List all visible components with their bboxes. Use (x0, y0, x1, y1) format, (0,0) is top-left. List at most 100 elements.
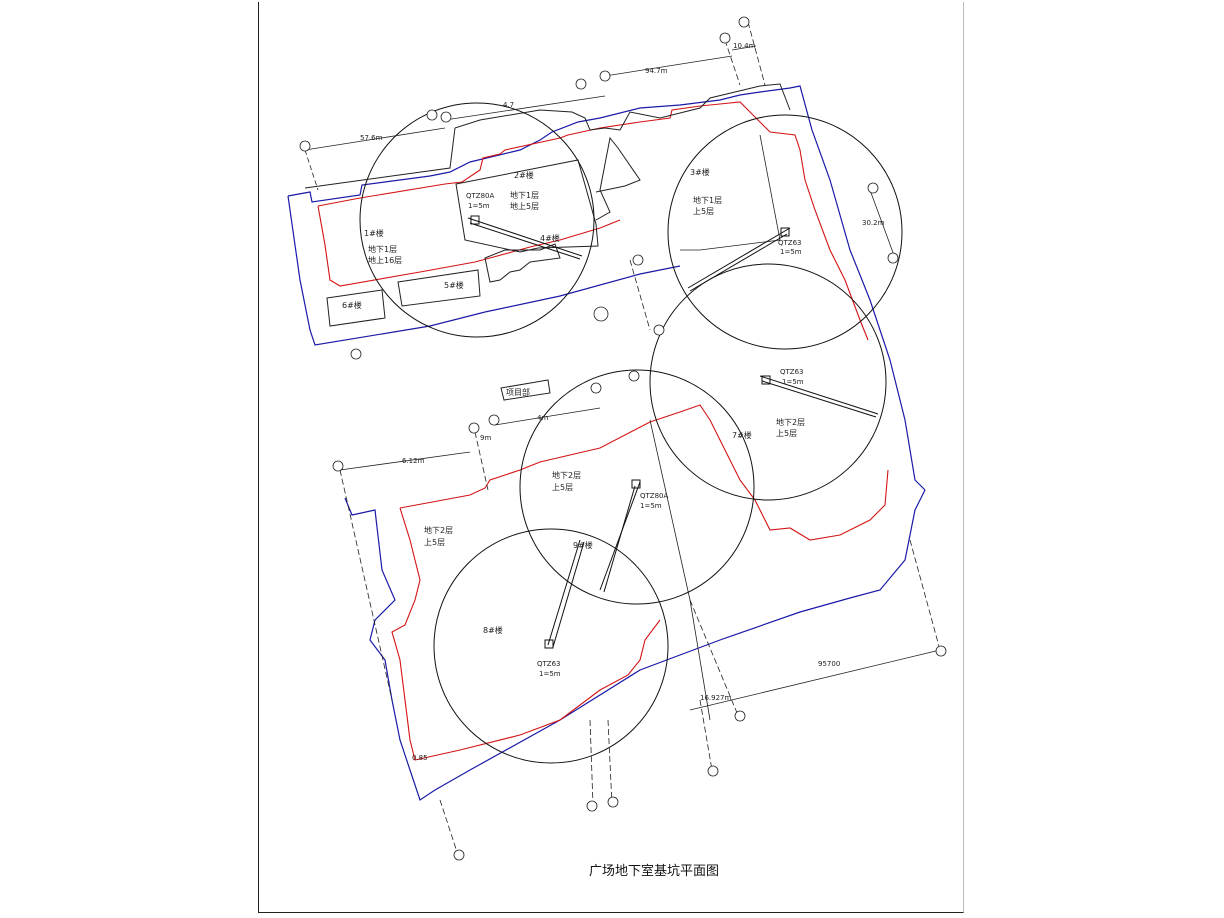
building-1-floor-2: 地上16层 (368, 255, 402, 265)
axis-bubble (299, 140, 311, 152)
building-2-floor-2: 地上5层 (510, 201, 539, 211)
dimension-1: 57.6m (360, 134, 383, 142)
building-9-name: 9#楼 (573, 540, 593, 550)
crane-radius-1 (359, 102, 595, 338)
dimension-8: 4m (537, 414, 548, 422)
axis-bubble (426, 109, 438, 121)
axis-bubble (599, 70, 611, 82)
block-6 (326, 289, 386, 327)
axis-bubble (887, 252, 899, 264)
column-grid-line-c (689, 599, 711, 721)
building-labels: 1#楼 地下1层 地上16层 2#楼 地下1层 地上5层 3#楼 地下1层 上5… (342, 167, 805, 635)
building-7-name: 7#楼 (732, 430, 752, 440)
axis-bubble (575, 78, 587, 90)
crane-2-height: 1=5m (780, 248, 802, 256)
crane-3-height: 1=5m (782, 378, 804, 386)
crane-3-model: QTZ63 (780, 368, 804, 376)
stair-core (484, 243, 561, 283)
building-7-floor-1: 地下2层 (776, 417, 805, 427)
courtyard-line (595, 136, 641, 221)
caption-text: 广场地下室基坑平面图 (588, 864, 719, 879)
building-3-floor-2: 上5层 (693, 207, 714, 216)
axis-bubble (935, 645, 947, 657)
axis-bubble (488, 414, 500, 426)
crane-5-model: QTZ63 (537, 660, 561, 668)
dimension-7: 9m (480, 434, 491, 442)
dimension-labels: 57.6m 94.7m 10.4m 4.7 30.2m 6.12m 9m 4m … (360, 42, 885, 762)
south-building-outline-west (391, 507, 661, 761)
building-3-floor-1: 地下1层 (693, 195, 722, 205)
drawing-sheet (258, 2, 964, 913)
pit-boundary-west (287, 195, 681, 346)
axis-bubble (332, 460, 344, 472)
crane-jib-4 (599, 479, 641, 593)
crane-labels: QTZ80A 1=5m QTZ63 1=5m QTZ63 1=5m QTZ80A… (466, 192, 804, 678)
crane-radius-2 (667, 114, 903, 350)
column-grid-line-b (649, 419, 691, 601)
column-grid-line-a (680, 134, 781, 251)
axis-bubble (707, 765, 719, 777)
crane-jib-5 (544, 539, 585, 649)
office-label: 项目部 (506, 387, 530, 397)
office-box (500, 379, 551, 401)
dimension-9: 16.927m (700, 694, 731, 702)
pit-boundary-north (287, 85, 926, 491)
north-wall-line (304, 83, 791, 189)
crane-2-model: QTZ63 (778, 239, 802, 247)
building-2-name: 2#楼 (514, 170, 534, 180)
block-5 (397, 269, 481, 307)
building-5-name: 5#楼 (444, 280, 464, 290)
building-10-floor-2: 上5层 (552, 483, 573, 492)
north-building-outline (317, 101, 869, 341)
axis-bubble (440, 111, 452, 123)
crane-radius-4 (519, 369, 755, 605)
axis-bubble (719, 32, 731, 44)
axis-bubble (607, 796, 619, 808)
dimension-6: 6.12m (402, 457, 425, 465)
crane-radius-3 (649, 263, 887, 501)
building-6-name: 6#楼 (342, 300, 362, 310)
axis-bubble (867, 182, 879, 194)
crane-jib-2 (687, 227, 791, 292)
dimension-lines (304, 21, 941, 856)
crane-1-height: 1=5m (468, 202, 490, 210)
building-11-floor-1: 地下2层 (424, 525, 453, 535)
axis-bubble (734, 710, 746, 722)
axis-bubble (632, 254, 644, 266)
dimension-2: 94.7m (645, 67, 668, 75)
building-3-name: 3#楼 (690, 167, 710, 177)
dimension-4: 4.7 (503, 101, 514, 109)
north-building-outline-west (317, 205, 621, 287)
building-1-name: 1#楼 (364, 228, 384, 238)
axis-bubble (350, 348, 362, 360)
south-building-outline (399, 404, 889, 541)
crane-4-model: QTZ80A (640, 492, 668, 500)
axis-bubble (590, 382, 602, 394)
dimension-3: 10.4m (733, 42, 756, 50)
crane-jib-3 (759, 375, 879, 418)
axis-bubble (468, 422, 480, 434)
crane-5-height: 1=5m (539, 670, 561, 678)
axis-bubble (628, 370, 640, 382)
drawing-caption: 广场地下室基坑平面图 (0, 860, 1224, 879)
building-8-name: 8#楼 (483, 625, 503, 635)
building-7-floor-2: 上5层 (776, 429, 797, 438)
building-4-name: 4#楼 (540, 233, 560, 243)
axis-bubble (453, 849, 465, 861)
dimension-5: 30.2m (862, 219, 885, 227)
building-1-floor-1: 地下1层 (368, 244, 397, 254)
building-10-floor-1: 地下2层 (552, 470, 581, 480)
axis-bubble (593, 306, 609, 322)
building-11-floor-2: 上5层 (424, 538, 445, 547)
axis-bubble (738, 16, 750, 28)
axis-bubble (586, 800, 598, 812)
building-2-floor-1: 地下1层 (510, 190, 539, 200)
crane-4-height: 1=5m (640, 502, 662, 510)
crane-jib-1 (467, 215, 583, 260)
crane-radius-5 (433, 528, 669, 764)
pit-boundary-south (344, 489, 926, 801)
axis-bubbles (299, 16, 947, 861)
dimension-10: 95700 (818, 660, 840, 668)
crane-1-model: QTZ80A (466, 192, 494, 200)
